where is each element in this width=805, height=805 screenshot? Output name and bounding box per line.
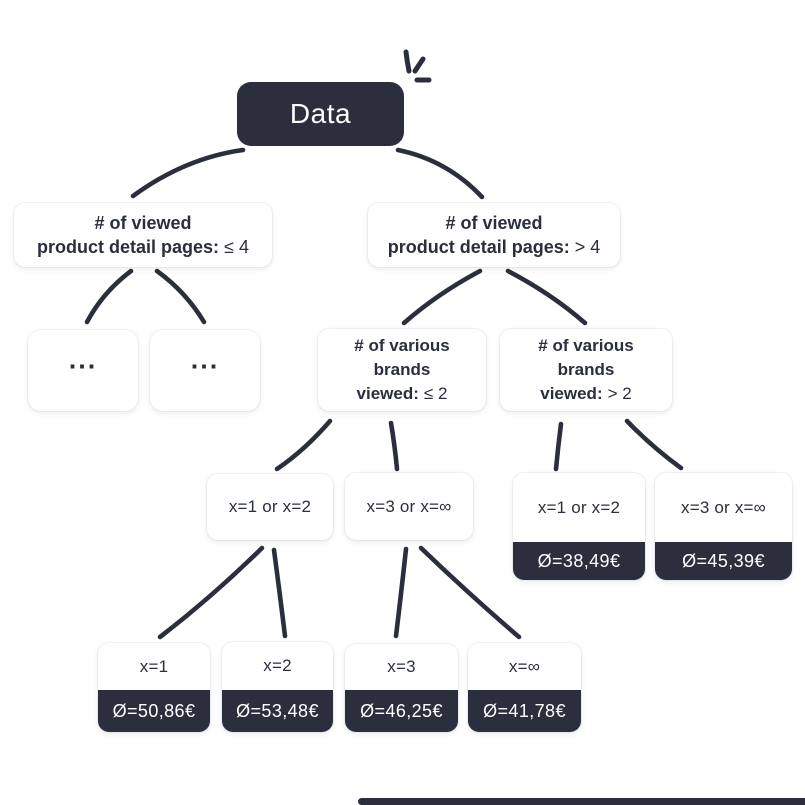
title-line1: # of viewed	[94, 212, 192, 233]
node-leaf-xinf: x=∞ Ø=41,78€	[468, 643, 581, 732]
condition: ≤ 4	[224, 237, 249, 257]
ellipsis-label: ...	[190, 344, 220, 375]
edge-viewedgt4-brands-gt2	[505, 268, 588, 326]
title-line1: # of viewed	[445, 212, 543, 233]
node-brands-gt2: # of various brands viewed:> 2	[500, 329, 672, 411]
node-viewed-le4-text: # of viewed product detail pages:≤ 4	[37, 211, 249, 260]
edge-viewedgt4-brands-le2	[401, 268, 483, 326]
leaf-label: x=2	[263, 656, 292, 675]
node-brands-gt2-text: # of various brands viewed:> 2	[538, 334, 633, 405]
edge-segx3xinf-leaf-x3	[393, 546, 409, 639]
spark-icon	[403, 49, 432, 83]
edge-segx1x2-leaf-x1	[157, 545, 265, 640]
segment-label: x=3 or x=∞	[681, 497, 766, 517]
node-viewed-le4: # of viewed product detail pages:≤ 4	[14, 203, 272, 267]
edge-viewedle4-pruned-right	[154, 268, 207, 325]
condition: > 2	[607, 383, 632, 403]
title-line2: brands	[557, 360, 615, 380]
node-data-root: Data	[237, 82, 404, 146]
node-leaf-x1: x=1 Ø=50,86€	[98, 643, 210, 732]
edge-brandsgt2-seg-x3xinf	[624, 418, 684, 471]
bottom-edge-stroke	[358, 798, 805, 805]
title-line2: product detail pages:≤ 4	[37, 237, 249, 257]
segment-label: x=1 or x=2	[228, 497, 312, 516]
edge-brandsle2-seg-x1x2	[274, 418, 333, 472]
edge-root-viewed-le4	[130, 147, 246, 199]
segment-label: x=3 or x=∞	[366, 496, 452, 516]
edge-brandsgt2-seg-x1x2	[553, 421, 564, 472]
leaf-label: x=3	[387, 657, 416, 676]
node-pruned-right: ...	[150, 330, 260, 411]
title-line3: viewed:> 2	[540, 383, 632, 403]
title-line3: viewed:≤ 2	[356, 383, 448, 403]
ellipsis-label: ...	[68, 344, 98, 375]
leaf-label: x=1	[139, 656, 169, 676]
node-seg-x1-x2-value: x=1 or x=2 Ø=38,49€	[513, 473, 645, 580]
leaf-average-value: Ø=46,25€	[345, 690, 458, 732]
node-viewed-gt4: # of viewed product detail pages:> 4	[368, 203, 620, 267]
edge-brandsle2-seg-x3xinf	[388, 420, 400, 472]
title-line1: # of various	[538, 336, 634, 356]
edge-root-viewed-gt4	[395, 147, 485, 200]
node-viewed-gt4-text: # of viewed product detail pages:> 4	[388, 211, 601, 260]
edge-viewedle4-pruned-left	[84, 268, 134, 325]
edge-segx1x2-leaf-x2	[271, 547, 288, 639]
condition: > 4	[574, 237, 601, 257]
node-seg-x3-xinf-value: x=3 or x=∞ Ø=45,39€	[655, 473, 792, 580]
title-line2: brands	[373, 360, 431, 380]
leaf-average-value: Ø=41,78€	[468, 690, 581, 732]
segment-label: x=1 or x=2	[537, 497, 621, 517]
segment-average-value: Ø=38,49€	[513, 542, 645, 580]
leaf-average-value: Ø=50,86€	[98, 690, 210, 732]
node-pruned-left: ...	[28, 330, 138, 411]
title-line1: # of various	[354, 336, 450, 356]
root-label: Data	[289, 98, 352, 129]
node-leaf-x2: x=2 Ø=53,48€	[222, 642, 333, 732]
node-leaf-x3: x=3 Ø=46,25€	[345, 644, 458, 732]
title-line2: product detail pages:> 4	[387, 237, 601, 257]
segment-average-value: Ø=45,39€	[655, 542, 792, 580]
node-seg-x1-x2: x=1 or x=2	[207, 474, 333, 540]
condition: ≤ 2	[423, 383, 448, 403]
node-brands-le2-text: # of various brands viewed:≤ 2	[354, 334, 449, 405]
edge-segx3xinf-leaf-xinf	[418, 545, 522, 640]
leaf-label: x=∞	[508, 656, 541, 676]
node-brands-le2: # of various brands viewed:≤ 2	[318, 329, 486, 411]
node-seg-x3-xinf: x=3 or x=∞	[345, 473, 473, 540]
leaf-average-value: Ø=53,48€	[222, 690, 333, 732]
